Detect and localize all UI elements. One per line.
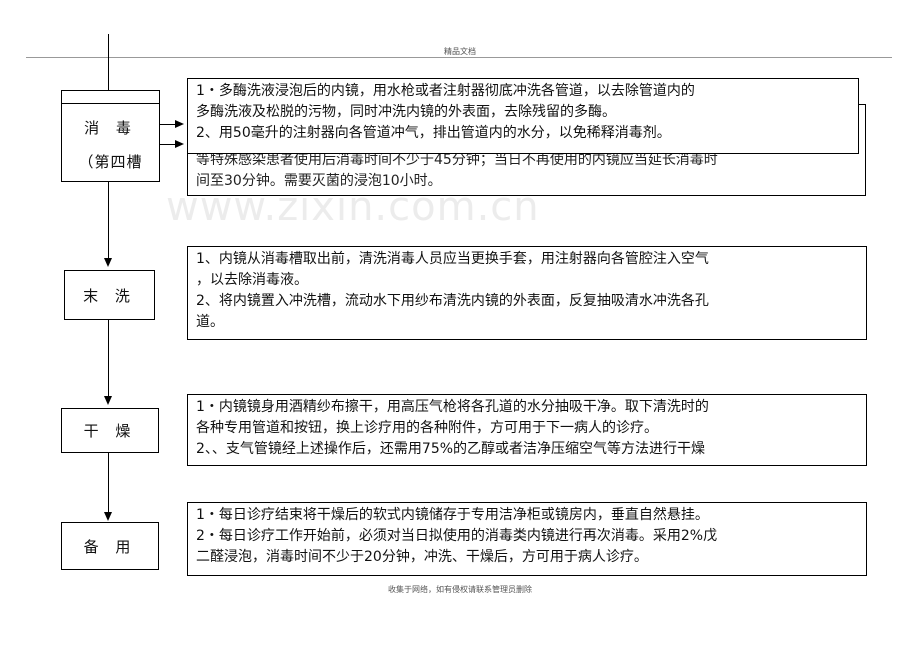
note-line: ，以去除消毒液。 [196,272,308,288]
stage-rinse-label: 末 洗 [83,286,136,305]
arrow-to-note-2 [175,140,184,148]
page-header: 精品文档 [444,47,476,56]
stage-rinse: 末 洗 [64,270,155,320]
note-line: 2、用50毫升的注射器向各管道冲气，排出管道内的水分，以免稀释消毒剂。 [196,125,671,141]
note-line: 多酶洗液及松脱的污物，同时冲洗内镜的外表面，去除残留的多酶。 [196,104,616,120]
note-line: 1・内镜镜身用酒精纱布擦干，用高压气枪将各孔道的水分抽吸干净。取下清洗时的 [196,399,709,415]
arrow-to-note-1 [175,120,184,128]
connector-to-note-2 [159,144,175,145]
note-disinfect-rinse: 1・多酶洗液浸泡后的内镜，用水枪或者注射器彻底冲洗各管道，以去除管道内的 多酶洗… [187,78,859,154]
note-line: 1、内镜从消毒槽取出前，清洗消毒人员应当更换手套，用注射器向各管腔注入空气 [196,251,709,267]
connector-disinfect-rinse [108,180,109,258]
stage-disinfect: 消 毒 （第四槽 [61,90,160,182]
arrow-to-rinse [104,258,112,267]
connector-to-note-1 [159,124,175,125]
note-line: 2・每日诊疗工作开始前，必须对当日拟使用的消毒类内镜进行再次消毒。采用2%戊 [196,528,718,544]
note-line: 1・多酶洗液浸泡后的内镜，用水枪或者注射器彻底冲洗各管道，以去除管道内的 [196,83,695,99]
note-line: 二醛浸泡，消毒时间不少于20分钟，冲洗、干燥后，方可用于病人诊疗。 [196,549,648,565]
stage-dry: 干 燥 [61,408,159,453]
note-line: 1・每日诊疗结束将干燥后的软式内镜储存于专用洁净柜或镜房内，垂直自然悬挂。 [196,507,709,523]
connector-top [108,34,109,90]
note-drying: 1・内镜镜身用酒精纱布擦干，用高压气枪将各孔道的水分抽吸干净。取下清洗时的 各种… [187,394,867,466]
note-line: 等特殊感染患者使用后消毒时间不少于45分钟；当日不再使用的内镜应当延长消毒时 [196,152,718,168]
note-line: 各种专用管道和按钮，换上诊疗用的各种附件，方可用于下一病人的诊疗。 [196,420,658,436]
note-line: 2、、支气管镜经上述操作后，还需用75%的乙醇或者洁净压缩空气等方法进行干燥 [196,441,706,457]
page-footer: 收集于网络，如有侵权请联系管理员删除 [388,585,532,594]
connector-dry-standby [108,452,109,512]
stage-disinfect-sub: （第四槽 [78,153,143,171]
stage-standby-label: 备 用 [83,537,137,556]
note-line: 间至30分钟。需要灭菌的浸泡10小时。 [196,173,442,189]
note-line: 2、将内镜置入冲洗槽，流动水下用纱布清洗内镜的外表面，反复抽吸清水冲洗各孔 [196,293,709,309]
arrow-to-dry [104,396,112,405]
header-rule [26,57,892,58]
note-standby: 1・每日诊疗结束将干燥后的软式内镜储存于专用洁净柜或镜房内，垂直自然悬挂。 2・… [187,502,867,576]
arrow-to-standby [104,512,112,521]
stage-standby: 备 用 [61,522,159,570]
stage-dry-label: 干 燥 [83,422,137,440]
stage-disinfect-label: 消 毒 [84,119,137,137]
note-final-rinse: 1、内镜从消毒槽取出前，清洗消毒人员应当更换手套，用注射器向各管腔注入空气 ，以… [187,246,867,340]
note-line: 道。 [196,314,224,330]
stage-inner-rule [62,103,159,104]
connector-rinse-dry [108,320,109,396]
